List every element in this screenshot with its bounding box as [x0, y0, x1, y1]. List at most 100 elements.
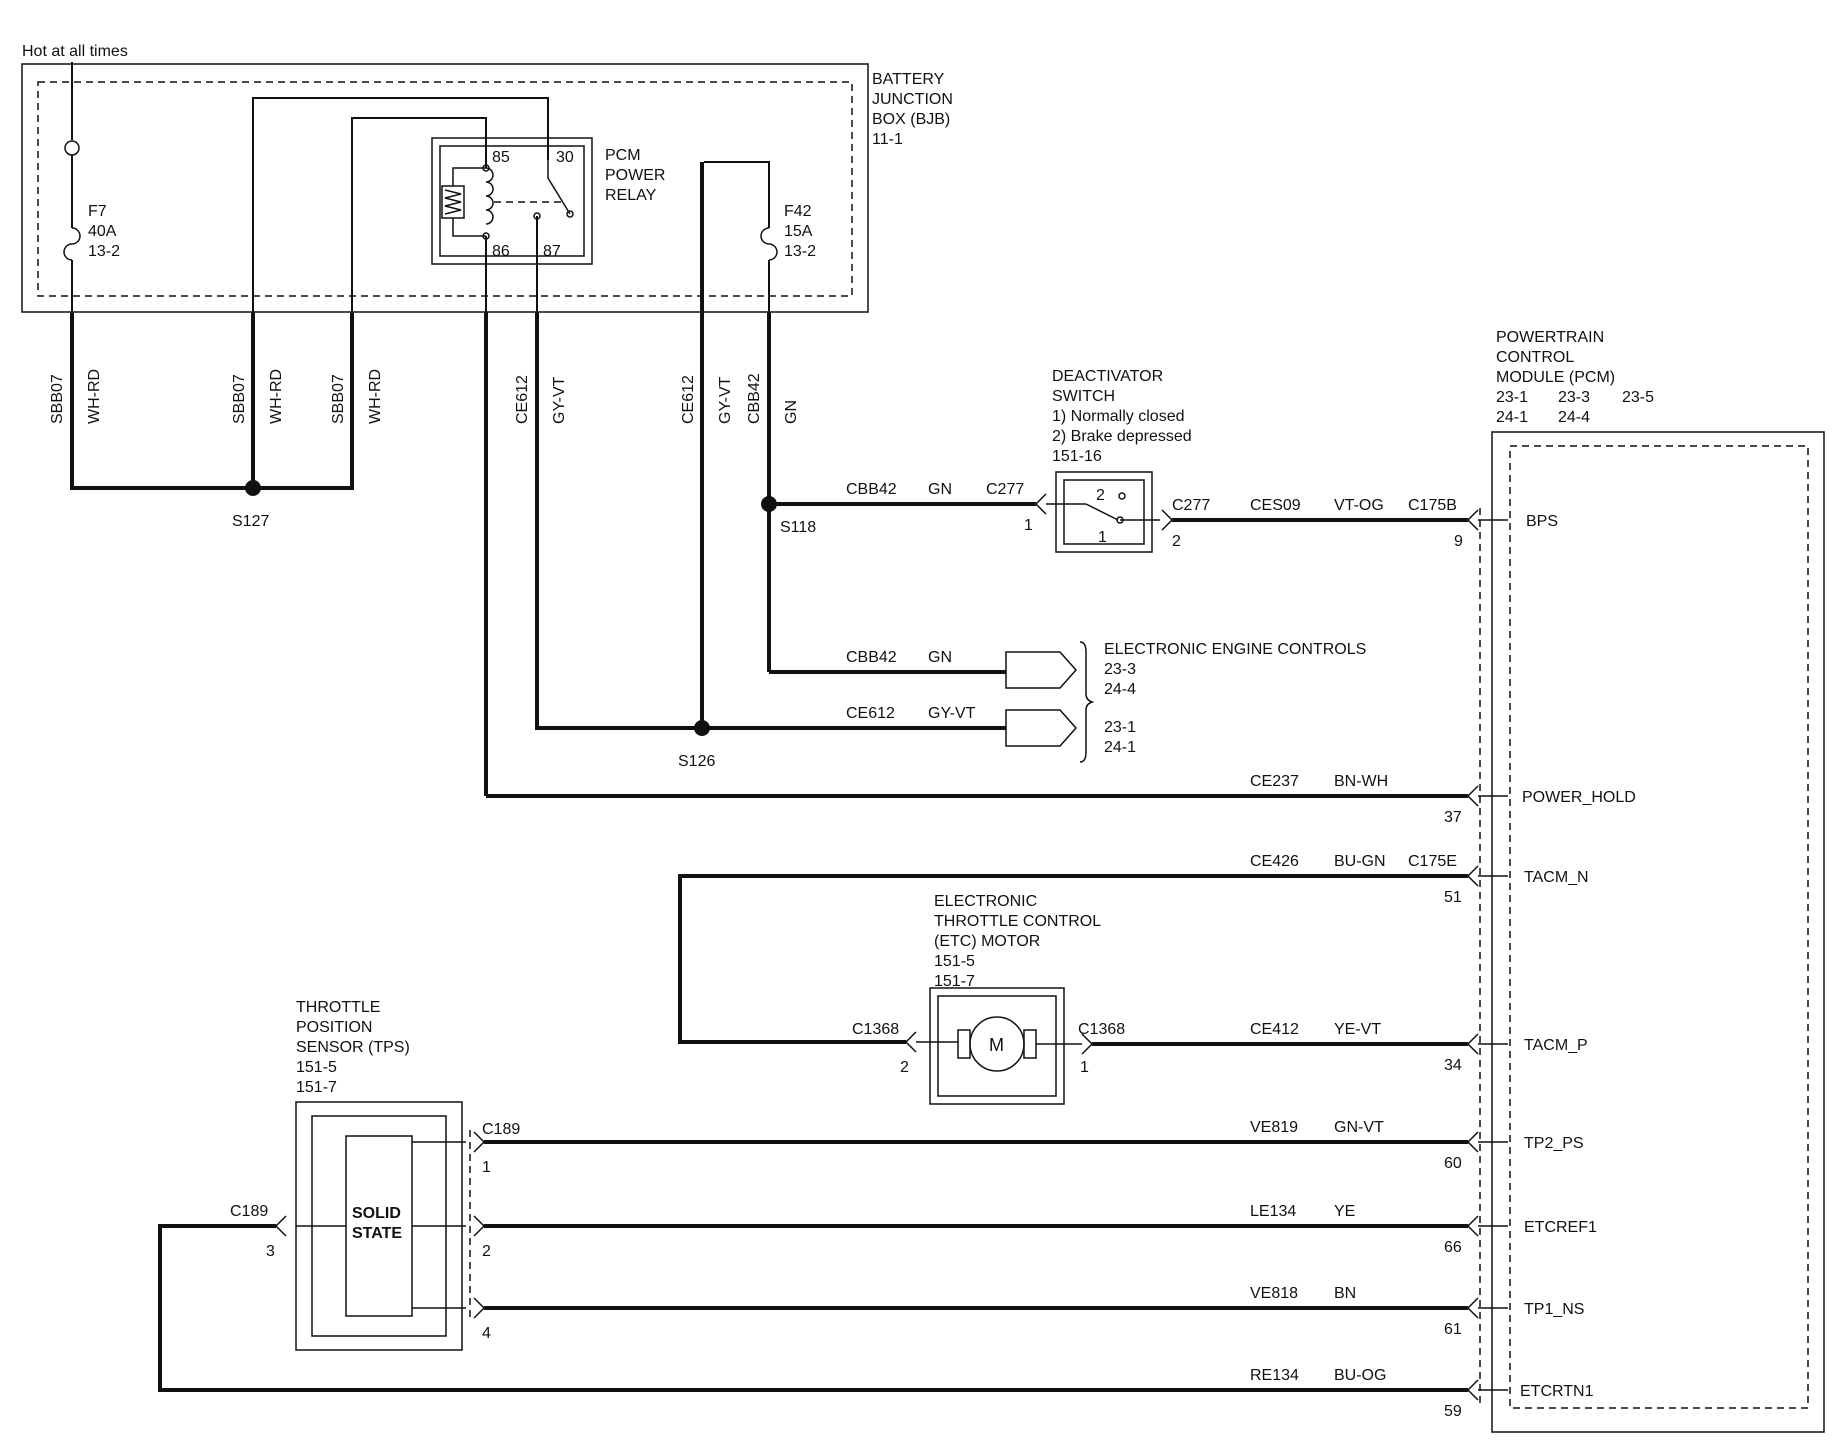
- vlabel-whrd-1: WH-RD: [86, 369, 103, 424]
- wire-ce412-color: YE-VT: [1334, 1021, 1381, 1038]
- eec-connector-bottom: [1005, 709, 1078, 747]
- deactivator-switch: 2 1: [1046, 471, 1160, 553]
- splice-s127-icon: [245, 480, 261, 496]
- pcm-pin-etcrtn1-number: 59: [1444, 1403, 1462, 1420]
- etc-pin-right: 1: [1080, 1059, 1089, 1076]
- splice-s126-label: S126: [678, 753, 715, 770]
- pcm-pin-power-hold: POWER_HOLD 37: [1444, 785, 1636, 826]
- wire-ce426-circuit: CE426: [1250, 853, 1299, 870]
- eec-ref-bottom-2: 24-1: [1104, 739, 1136, 756]
- switch-inner-2: 2: [1096, 487, 1105, 504]
- wire-ve818-circuit: VE818: [1250, 1285, 1298, 1302]
- supply-terminal-icon: [64, 140, 80, 156]
- wire-re134-circuit: RE134: [1250, 1367, 1299, 1384]
- throttle-position-sensor: SOLID STATE: [295, 1101, 471, 1351]
- switch-conn-right: C277: [1172, 497, 1210, 514]
- bjb-title-line-2: JUNCTION: [872, 91, 953, 108]
- relay-label-line-1: PCM: [605, 147, 641, 164]
- pcm-ref-1-1: 23-1: [1496, 389, 1528, 406]
- wire-ces09-conn: C175B: [1408, 497, 1457, 514]
- pcm-pin-etcref1-name: ETCREF1: [1524, 1219, 1597, 1236]
- pcm-pin-tp1-ns-name: TP1_NS: [1524, 1301, 1584, 1318]
- switch-inner-1: 1: [1098, 529, 1107, 546]
- pcm-pin-bps-number: 9: [1454, 533, 1463, 550]
- pcm-pin-tp1-ns-number: 61: [1444, 1321, 1462, 1338]
- wire-ce612-relay: [535, 312, 702, 730]
- etc-title-line-4: 151-5: [934, 953, 975, 970]
- wire-cbb42-a-color: GN: [928, 481, 952, 498]
- pcm-title-line-3: MODULE (PCM): [1496, 369, 1615, 386]
- wire-ces09-color: VT-OG: [1334, 497, 1384, 514]
- pcm-title-line-1: POWERTRAIN: [1496, 329, 1604, 346]
- wire-ce426: [678, 874, 1468, 1044]
- pcm-pin-power-hold-name: POWER_HOLD: [1522, 789, 1636, 806]
- etc-conn-left: C1368: [852, 1021, 899, 1038]
- eec-brace: [1079, 641, 1095, 763]
- etc-title-line-5: 151-7: [934, 973, 975, 990]
- vlabel-whrd-2: WH-RD: [268, 369, 285, 424]
- tps-inner-line-2: STATE: [352, 1225, 402, 1242]
- pcm-pin-etcrtn1-name: ETCRTN1: [1520, 1383, 1594, 1400]
- splice-s118-label: S118: [780, 519, 816, 536]
- pcm-ref-1-2: 23-3: [1558, 389, 1590, 406]
- pcm-pin-tp2-ps-name: TP2_PS: [1524, 1135, 1584, 1152]
- wire-re134-color: BU-OG: [1334, 1367, 1386, 1384]
- battery-junction-box: BATTERY JUNCTION BOX (BJB) 11-1: [21, 63, 953, 313]
- fuse-f42-line-1: F42: [784, 203, 812, 220]
- wire-ve818-color: BN: [1334, 1285, 1356, 1302]
- relay-pin-85: 85: [492, 149, 510, 166]
- pcm-ref-2-2: 24-4: [1558, 409, 1590, 426]
- vlabel-gn: GN: [783, 400, 800, 424]
- pcm-pin-tp2-ps-number: 60: [1444, 1155, 1462, 1172]
- etc-title-line-2: THROTTLE CONTROL: [934, 913, 1101, 930]
- fuse-f42: F42 15A 13-2: [704, 161, 816, 312]
- tps-title-line-4: 151-5: [296, 1059, 337, 1076]
- wire-ce237-color: BN-WH: [1334, 773, 1388, 790]
- etc-title-line-1: ELECTRONIC: [934, 893, 1037, 910]
- vlabel-gyvt-1: GY-VT: [551, 376, 568, 424]
- pcm-pin-tp1-ns: TP1_NS 61: [1444, 1297, 1584, 1338]
- pcm-ref-2-1: 24-1: [1496, 409, 1528, 426]
- wire-ces09-circuit: CES09: [1250, 497, 1301, 514]
- relay-pin-86: 86: [492, 243, 510, 260]
- vlabel-sbb07-3: SBB07: [330, 374, 347, 424]
- tps-conn-right: C189: [482, 1121, 520, 1138]
- motor-symbol: M: [989, 1035, 1004, 1055]
- etc-pin-left: 2: [900, 1059, 909, 1076]
- supply-label: Hot at all times: [22, 43, 128, 60]
- eec-title: ELECTRONIC ENGINE CONTROLS: [1104, 641, 1366, 658]
- wire-ce612-color: GY-VT: [928, 705, 976, 722]
- relay-pin-30: 30: [556, 149, 574, 166]
- wire-ce426-conn: C175E: [1408, 853, 1457, 870]
- pcm-pin-tacm-n: TACM_N 51: [1444, 865, 1589, 906]
- vlabel-sbb07-2: SBB07: [231, 374, 248, 424]
- switch-pin-right: 2: [1172, 533, 1181, 550]
- etc-title-line-3: (ETC) MOTOR: [934, 933, 1040, 950]
- pcm-ref-1-3: 23-5: [1622, 389, 1654, 406]
- pcm-pin-etcref1: ETCREF1 66: [1444, 1215, 1597, 1256]
- wire-ce412-circuit: CE412: [1250, 1021, 1299, 1038]
- vlabel-gyvt-2: GY-VT: [717, 376, 734, 424]
- etc-conn-right: C1368: [1078, 1021, 1125, 1038]
- pcm-title-line-2: CONTROL: [1496, 349, 1574, 366]
- pcm-pin-tacm-p: TACM_P 34: [1444, 1033, 1588, 1074]
- tps-title-line-1: THROTTLE: [296, 999, 380, 1016]
- splice-s127-label: S127: [232, 513, 269, 530]
- wire-ce612-circuit: CE612: [846, 705, 895, 722]
- tps-pin-1: 1: [482, 1159, 491, 1176]
- wire-ve819-color: GN-VT: [1334, 1119, 1384, 1136]
- pcm-pin-tacm-n-number: 51: [1444, 889, 1462, 906]
- vlabel-whrd-3: WH-RD: [367, 369, 384, 424]
- wire-sbb07-loop: [70, 312, 354, 490]
- switch-conn-left: C277: [986, 481, 1024, 498]
- bjb-title-line-1: BATTERY: [872, 71, 945, 88]
- etc-motor: M: [916, 987, 1082, 1105]
- fuse-f42-line-2: 15A: [784, 223, 813, 240]
- fuse-f7: F7 40A 13-2: [63, 62, 120, 312]
- eec-connector-top: [1005, 651, 1078, 689]
- pcm-pin-tacm-p-number: 34: [1444, 1057, 1462, 1074]
- switch-title-line-2: SWITCH: [1052, 388, 1115, 405]
- vlabel-ce612-2: CE612: [680, 375, 697, 424]
- relay-pin-87: 87: [543, 243, 561, 260]
